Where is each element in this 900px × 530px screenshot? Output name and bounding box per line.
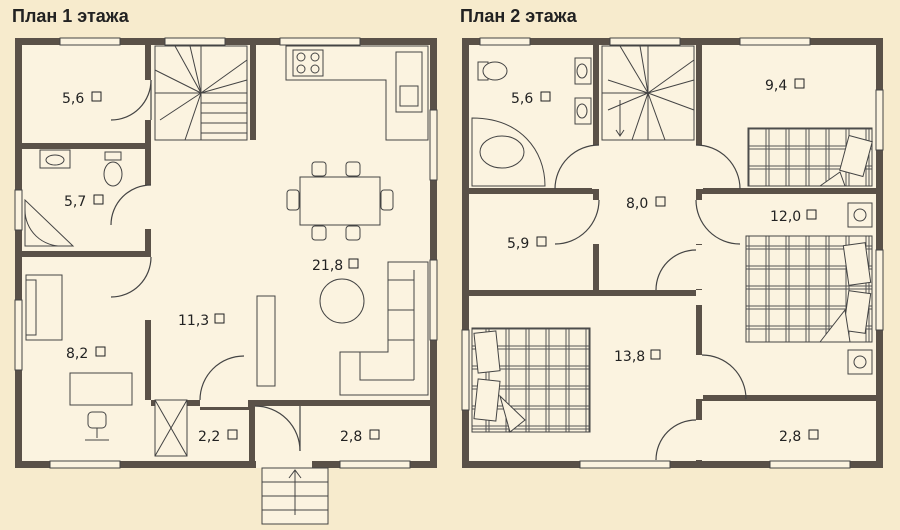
floor1-living-furniture — [256, 261, 429, 396]
floor1-area-living: 21,8 — [312, 258, 343, 274]
floor2-area-corridor: 8,0 — [626, 196, 648, 212]
square-meter-icon — [93, 194, 104, 205]
floor2-plan — [461, 37, 884, 469]
floor1-area-study: 8,2 — [66, 346, 88, 362]
room-area-label: 5,9 — [507, 236, 547, 252]
floor2-area-closet: 5,9 — [507, 236, 529, 252]
square-meter-icon — [214, 313, 225, 324]
floor2-door-swings — [554, 144, 747, 461]
floor2-bathroom-fixtures — [471, 57, 592, 187]
floor1-wardrobe — [154, 399, 188, 457]
floor1-door-swings — [110, 79, 301, 452]
floor2-area-bedroom-left: 13,8 — [614, 349, 645, 365]
floor1-dining-table — [286, 161, 394, 241]
floor2-title: План 2 этажа — [460, 6, 577, 26]
floor1-area-hall: 11,3 — [178, 313, 209, 329]
floor2-bed-top-right — [747, 127, 873, 187]
room-area-label: 8,2 — [66, 346, 106, 362]
floor1-plan — [14, 37, 438, 525]
floor1-area-utility: 5,6 — [62, 91, 84, 107]
floor2-area-bathroom: 5,6 — [511, 91, 533, 107]
floor2-bed-left — [471, 327, 591, 433]
floor1-title: План 1 этажа — [12, 6, 129, 26]
floor2-area-bedroom-right: 12,0 — [770, 209, 801, 225]
square-meter-icon — [95, 346, 106, 357]
room-area-label: 5,6 — [511, 91, 551, 107]
floor1-bathroom-fixtures — [24, 149, 123, 247]
room-area-label: 5,6 — [62, 91, 102, 107]
area-labels: 5,6 5,7 8,2 11,3 21,8 2,2 2,8 5,6 — [62, 78, 819, 445]
floor1-study-furniture — [25, 274, 133, 441]
floor2-bed-right — [745, 202, 873, 375]
square-meter-icon — [91, 91, 102, 102]
floor2-stairs — [601, 45, 695, 141]
floor1-kitchen — [285, 45, 429, 141]
room-area-label: 11,3 — [178, 313, 225, 329]
room-area-label: 12,0 — [770, 209, 817, 225]
square-meter-icon — [808, 429, 819, 440]
square-meter-icon — [794, 78, 805, 89]
floor1-area-porch: 2,8 — [340, 429, 362, 445]
room-area-label: 2,2 — [198, 429, 238, 445]
square-meter-icon — [227, 429, 238, 440]
floor1-entrance-steps — [261, 467, 329, 525]
square-meter-icon — [650, 349, 661, 360]
room-area-label: 5,7 — [64, 194, 104, 210]
floor1-stairs — [154, 45, 248, 141]
square-meter-icon — [806, 209, 817, 220]
floor2-area-balcony: 2,8 — [779, 429, 801, 445]
square-meter-icon — [540, 91, 551, 102]
room-area-label: 21,8 — [312, 258, 359, 274]
room-area-label: 2,8 — [340, 429, 380, 445]
square-meter-icon — [369, 429, 380, 440]
square-meter-icon — [536, 236, 547, 247]
square-meter-icon — [655, 196, 666, 207]
room-area-label: 8,0 — [626, 196, 666, 212]
room-area-label: 13,8 — [614, 349, 661, 365]
room-area-label: 9,4 — [765, 78, 805, 94]
floor1-area-vestibule: 2,2 — [198, 429, 220, 445]
floor2-area-bedroom-top-right: 9,4 — [765, 78, 787, 94]
square-meter-icon — [348, 258, 359, 269]
floor1-area-bathroom: 5,7 — [64, 194, 86, 210]
room-area-label: 2,8 — [779, 429, 819, 445]
